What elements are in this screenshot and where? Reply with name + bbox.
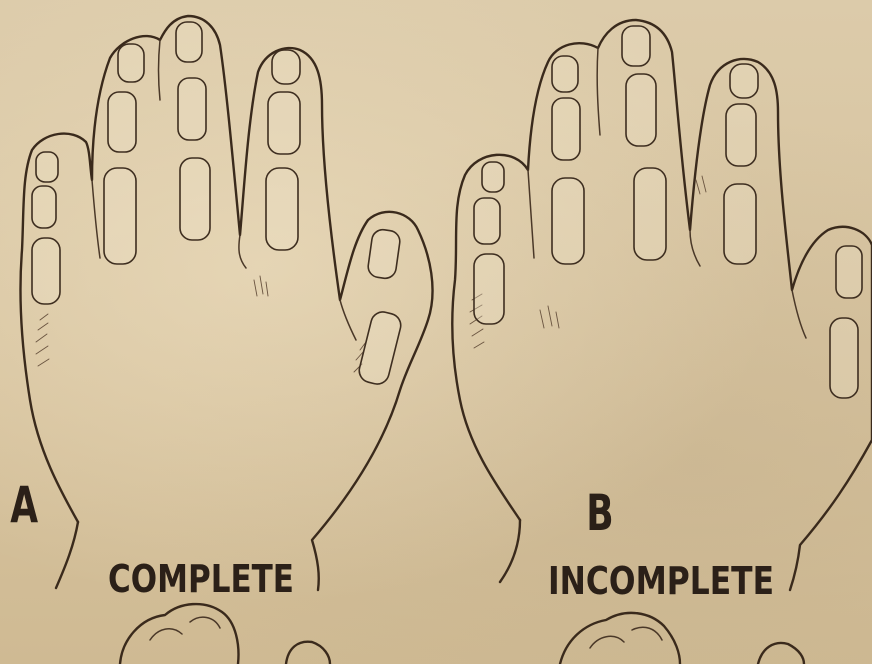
hand-a-ring-distal: [118, 44, 144, 82]
hand-a-index-proximal: [266, 168, 298, 250]
hand-a-wrist-left: [56, 522, 78, 588]
hand-a-shading: [36, 276, 366, 372]
hand-b-ring-middle: [552, 98, 580, 160]
hand-a-thumb-phalanx-distal: [367, 228, 401, 279]
hand-a-little-middle: [32, 186, 56, 228]
hand-b-middle-proximal: [634, 168, 666, 260]
hand-b-index-proximal: [724, 184, 756, 264]
hand-b-ring-distal: [552, 56, 578, 92]
hand-a-middle-distal: [176, 22, 202, 62]
lower-right-bone-fragment: [590, 627, 662, 648]
hand-a-middle-proximal: [180, 158, 210, 240]
lower-left-hand-fragment: [120, 604, 238, 664]
hand-b-index-distal: [730, 64, 758, 98]
hand-b-index-middle: [726, 104, 756, 166]
hand-a-ring-proximal: [104, 168, 136, 264]
hand-a-ring-middle: [108, 92, 136, 152]
panel-b-caption: INCOMPLETE: [548, 559, 774, 603]
hand-a-thumb-phalanx-proximal: [357, 309, 404, 386]
panel-b-letter: B: [586, 485, 613, 542]
hand-b-thumb-phalanx-distal: [836, 246, 862, 298]
next-figure-partial: [120, 604, 804, 664]
hand-b-little-proximal: [474, 254, 504, 324]
hand-b-shading: [470, 176, 706, 348]
hand-b-little-distal: [482, 162, 504, 192]
hand-b-incomplete: B INCOMPLETE: [452, 20, 872, 603]
panel-a-caption: COMPLETE: [108, 557, 294, 601]
hand-b-middle-middle: [626, 74, 656, 146]
hand-a-little-proximal: [32, 238, 60, 304]
hand-b-middle-distal: [622, 26, 650, 66]
hand-b-outline: [452, 20, 872, 590]
hand-b-wrist-left: [500, 520, 520, 582]
hand-b-ring-proximal: [552, 178, 584, 264]
hand-b-little-middle: [474, 198, 500, 244]
lower-left-bone-fragment: [150, 617, 220, 640]
hand-a-index-middle: [268, 92, 300, 154]
lower-right-thumb-fragment: [758, 643, 804, 664]
hand-a-complete: A COMPLETE: [10, 16, 432, 601]
lower-left-thumb-fragment: [286, 642, 330, 664]
hand-a-outline: [20, 16, 432, 590]
hand-a-index-distal: [272, 50, 300, 84]
hand-a-middle-middle: [178, 78, 206, 140]
panel-a-letter: A: [10, 477, 38, 534]
hand-a-little-distal: [36, 152, 58, 182]
hand-b-thumb-phalanx-proximal: [830, 318, 858, 398]
